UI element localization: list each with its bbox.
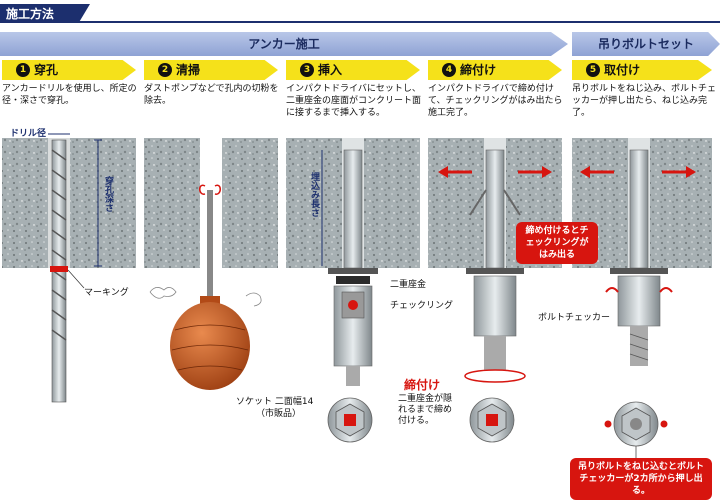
- step-1-title: 穿孔: [34, 63, 59, 77]
- label-socket: ソケット 二面幅14: [236, 397, 314, 407]
- step-5-title: 取付け: [604, 63, 641, 77]
- step-1-header: 1 穿孔: [2, 60, 136, 80]
- phase-bolt: 吊りボルトセット: [572, 32, 720, 56]
- step-5-desc: 吊りボルトをねじ込み、ボルトチェッカーが押し出たら、ねじ込み完了。: [572, 84, 717, 118]
- step-4-header: 4 締付け: [428, 60, 562, 80]
- label-check-ring: チェックリング: [390, 301, 454, 311]
- callout-bolt-checker: 吊りボルトをねじ込むとボルトチェッカーが2カ所から押し出る。: [570, 458, 712, 500]
- label-bolt-checker: ボルトチェッカー: [538, 313, 611, 323]
- step-4-desc: インパクトドライバで締め付けて、チェックリングがはみ出たら施工完了。: [428, 84, 563, 118]
- drill-bit: [50, 139, 68, 403]
- anchor-tighten: [438, 149, 552, 443]
- label-double-washer: 二重座金: [390, 280, 427, 290]
- step-5-number: 5: [586, 63, 600, 77]
- label-tighten: 締付け: [404, 378, 441, 392]
- illustrations: [2, 133, 712, 458]
- step-4-title: 締付け: [460, 63, 497, 77]
- label-drill-depth: 穿孔深さ: [103, 176, 113, 212]
- label-marking: マーキング: [84, 288, 129, 298]
- step-4-number: 4: [442, 63, 456, 77]
- drill-dimension-marks: [48, 133, 102, 289]
- dust-pump: [149, 184, 262, 390]
- anchor-bolt: [580, 149, 696, 458]
- step-3-number: 3: [300, 63, 314, 77]
- concrete-block-1: [2, 138, 136, 268]
- step-2-title: 清掃: [176, 63, 201, 77]
- label-tighten-note: 二重座金が隠れるまで締め付ける。: [398, 394, 453, 426]
- step-2-header: 2 清掃: [144, 60, 278, 80]
- step-2-number: 2: [158, 63, 172, 77]
- anchor-insert: [321, 149, 378, 443]
- step-5-header: 5 取付け: [572, 60, 712, 80]
- step-1-desc: アンカードリルを使用し、所定の径・深さで穿孔。: [2, 84, 137, 106]
- section-title-bg: [0, 4, 90, 22]
- step-3-header: 3 挿入: [286, 60, 420, 80]
- label-drill-diameter: ドリル径: [10, 129, 47, 139]
- header-rule: [0, 21, 720, 23]
- step-2-desc: ダストポンプなどで孔内の切粉を除去。: [144, 84, 279, 106]
- section-header: 施工方法: [0, 0, 720, 26]
- phase-anchor: アンカー施工: [0, 32, 568, 56]
- step-1-number: 1: [16, 63, 30, 77]
- label-insert-depth: 埋込み長さ: [309, 172, 319, 217]
- section-title: 施工方法: [6, 7, 55, 21]
- label-socket-note: （市販品）: [256, 409, 302, 419]
- step-3-title: 挿入: [318, 63, 343, 77]
- callout-check-ring: 締め付けるとチェックリングがはみ出る: [516, 222, 598, 264]
- step-3-desc: インパクトドライバにセットし、二重座金の座面がコンクリート面に接するまで挿入する…: [286, 84, 422, 118]
